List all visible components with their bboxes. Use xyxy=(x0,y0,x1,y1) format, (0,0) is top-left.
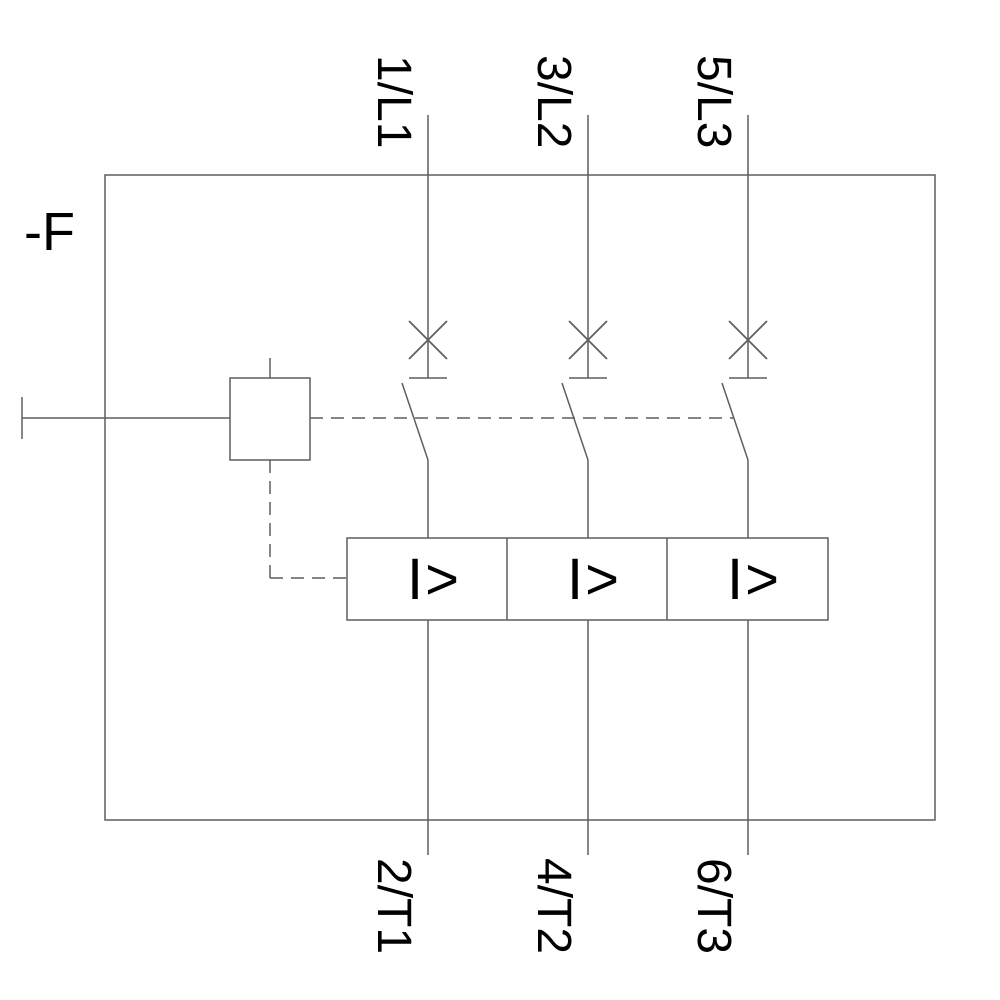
mechanical-linkage xyxy=(269,417,734,579)
pole-3-switch-blade xyxy=(721,382,749,461)
pole-3-breaker-cross-icon xyxy=(728,320,768,360)
terminal-label-top-1: 1/L1 xyxy=(367,55,420,148)
overload-block-outline xyxy=(346,537,829,621)
terminal-label-bottom-2: 4/T2 xyxy=(527,858,580,954)
pole-1-breaker-cross-icon xyxy=(408,320,448,360)
terminal-label-bottom-1: 2/T1 xyxy=(367,858,420,954)
terminal-label-top-2: 3/L2 xyxy=(527,55,580,148)
overload-release-block xyxy=(346,537,829,621)
pole-1 xyxy=(401,115,448,855)
actuator-assembly xyxy=(21,358,311,461)
pole-3 xyxy=(721,115,768,855)
terminal-label-bottom-3: 6/T3 xyxy=(687,858,740,954)
actuator-box xyxy=(229,377,311,461)
terminal-label-top-3: 5/L3 xyxy=(687,55,740,148)
pole-1-switch-blade xyxy=(401,382,429,461)
pole-2 xyxy=(561,115,608,855)
device-designation-label: -F xyxy=(24,202,75,262)
overcurrent-release-symbol-2: I> xyxy=(567,547,621,612)
pole-2-breaker-cross-icon xyxy=(568,320,608,360)
device-outline-box xyxy=(104,174,936,821)
overcurrent-release-symbol-3: I> xyxy=(727,547,781,612)
pole-2-switch-blade xyxy=(561,382,589,461)
overcurrent-release-symbol-1: I> xyxy=(407,547,461,612)
schematic-linework xyxy=(21,115,936,855)
